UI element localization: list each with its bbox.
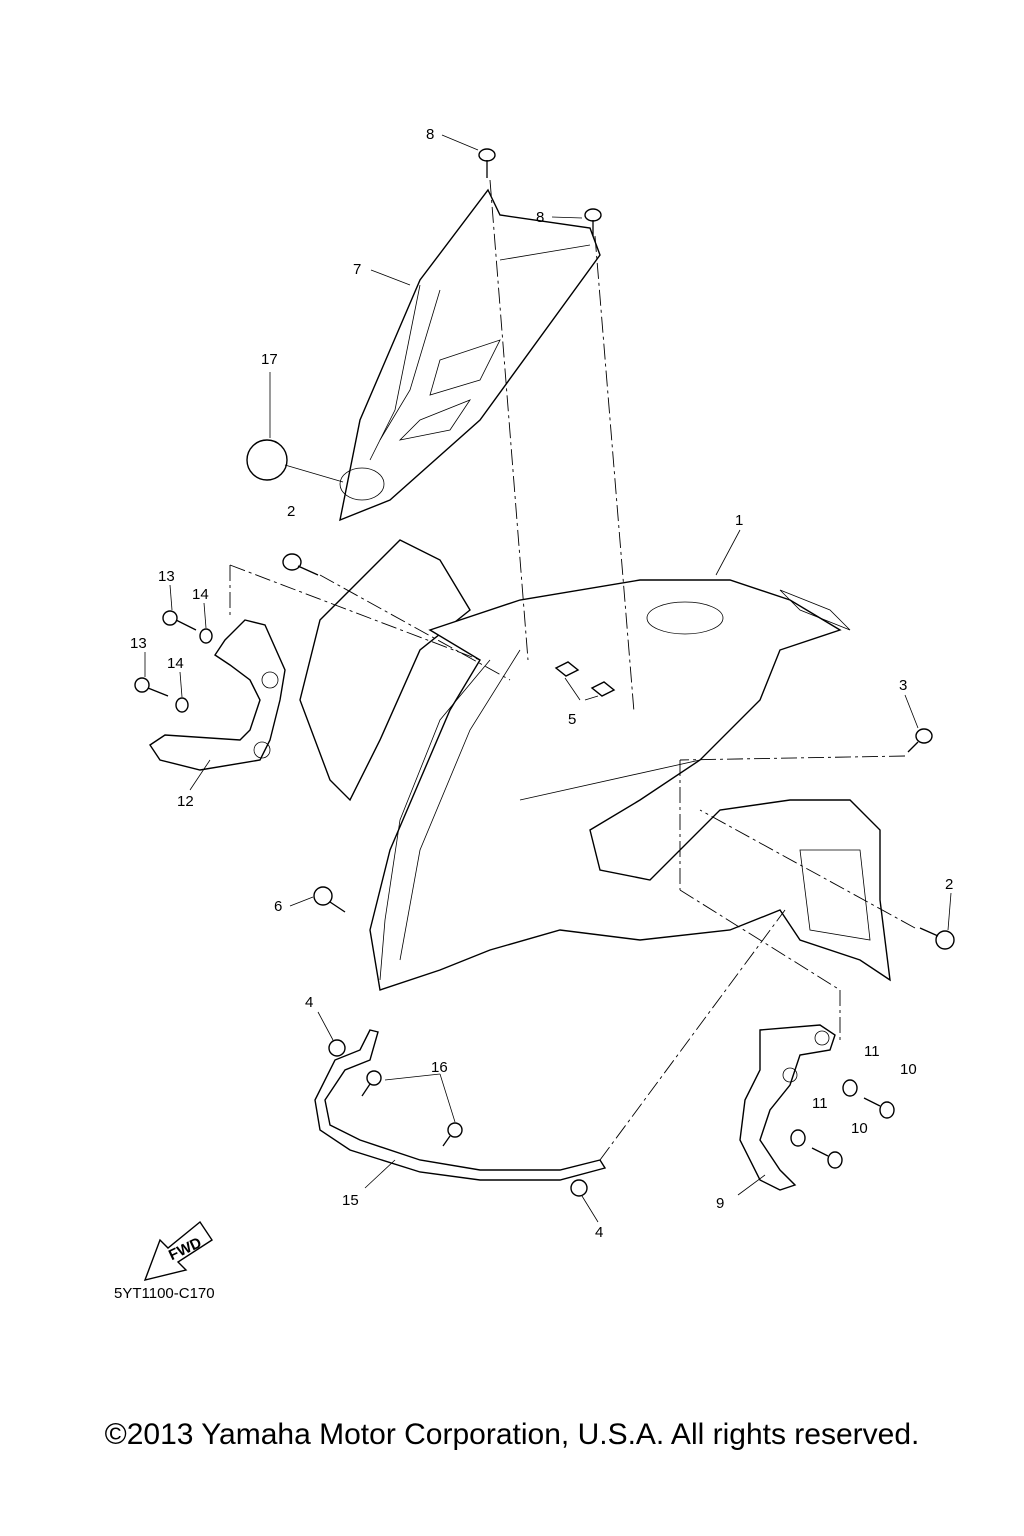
callout-8: 8: [536, 209, 544, 226]
bolt-13a-icon: [162, 610, 197, 631]
nut-5a-icon: [554, 661, 580, 677]
callout-17: 17: [261, 351, 278, 368]
callout-10: 10: [851, 1120, 868, 1137]
rivet-6-icon: [313, 886, 346, 913]
callout-1: 1: [735, 512, 743, 529]
washer-11b-icon: [790, 1129, 806, 1147]
bolt-16a-icon: [361, 1070, 382, 1097]
fwd-arrow: FWD: [143, 1220, 213, 1281]
callout-4: 4: [305, 994, 313, 1011]
bolt-2b-icon: [919, 927, 955, 950]
callout-14: 14: [167, 655, 184, 672]
callout-11: 11: [864, 1043, 880, 1060]
part-9-right-bracket: [739, 1024, 836, 1191]
callout-2: 2: [287, 503, 295, 520]
callout-10: 10: [900, 1061, 917, 1078]
copyright-notice: ©2013 Yamaha Motor Corporation, U.S.A. A…: [104, 1418, 920, 1451]
callout-6: 6: [274, 898, 282, 915]
leader-lines: [144, 134, 952, 1223]
callout-13: 13: [158, 568, 175, 585]
nut-5b-icon: [590, 681, 616, 697]
washer-14a-icon: [199, 628, 213, 644]
callout-15: 15: [342, 1192, 359, 1209]
bolt-16b-icon: [442, 1122, 463, 1147]
callout-7: 7: [353, 261, 361, 278]
part-12-left-bracket: [149, 619, 286, 771]
part-15-stay: [314, 1029, 607, 1181]
washer-14b-icon: [175, 697, 189, 713]
callout-3: 3: [899, 677, 907, 694]
nut-4b-icon: [570, 1179, 588, 1197]
callout-16: 16: [431, 1059, 448, 1076]
callout-9: 9: [716, 1195, 724, 1212]
bolt-10a-icon: [863, 1097, 895, 1119]
callout-5: 5: [568, 711, 576, 728]
part-1-front-fender: [299, 539, 891, 991]
callout-2: 2: [945, 876, 953, 893]
diagram-code: 5YT1100-C170: [114, 1285, 215, 1302]
bolt-10b-icon: [811, 1147, 843, 1169]
nut-4a-icon: [328, 1039, 346, 1057]
bolt-2a-icon: [282, 553, 319, 576]
fasteners: [134, 148, 955, 1197]
callout-13: 13: [130, 635, 147, 652]
washer-11a-icon: [842, 1079, 858, 1097]
callout-12: 12: [177, 793, 194, 810]
callouts: 8 8 7 17 2 1 13 14 13 14 5 3 12 2 6 4 16…: [130, 126, 953, 1241]
bolt-8b-icon: [584, 208, 602, 236]
part-7-upper-cover: [339, 188, 601, 522]
callout-4: 4: [595, 1224, 603, 1241]
bolt-3-icon: [907, 728, 933, 753]
callout-8: 8: [426, 126, 434, 143]
bolt-8a-icon: [478, 148, 496, 178]
bolt-13b-icon: [134, 677, 169, 697]
callout-11: 11: [812, 1095, 828, 1112]
callout-14: 14: [192, 586, 209, 603]
part-17-emblem: [246, 439, 288, 481]
assembly-lines: [229, 179, 916, 1161]
